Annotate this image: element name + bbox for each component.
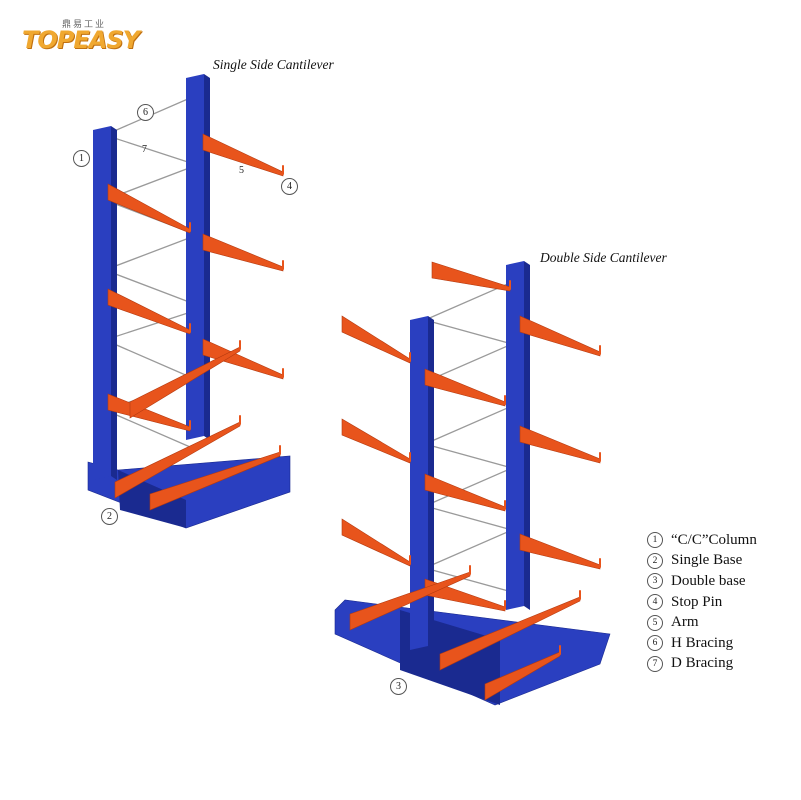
legend-label: “C/C”Column bbox=[671, 531, 757, 548]
h-bracing bbox=[424, 529, 513, 569]
legend-label: Arm bbox=[671, 614, 699, 631]
legend-item: 2 Single Base bbox=[647, 551, 757, 572]
arm bbox=[107, 183, 191, 234]
legend-number: 5 bbox=[647, 614, 663, 631]
d-bracing bbox=[104, 134, 198, 166]
callout-double-base: 3 bbox=[390, 678, 407, 695]
h-bracing bbox=[104, 234, 198, 271]
arm bbox=[519, 533, 601, 570]
single-side-title: Single Side Cantilever bbox=[213, 57, 334, 72]
h-bracing bbox=[424, 467, 513, 507]
callout-arm: 5 bbox=[239, 165, 244, 176]
legend-label: H Bracing bbox=[671, 634, 734, 651]
d-bracing bbox=[104, 269, 198, 306]
legend-number: 1 bbox=[647, 532, 663, 549]
callout-stop-pin: 4 bbox=[281, 178, 298, 195]
column-front bbox=[93, 126, 111, 480]
legend-label: D Bracing bbox=[671, 655, 734, 672]
column-back-side bbox=[204, 74, 210, 440]
legend-number: 4 bbox=[647, 594, 663, 611]
legend-item: 1 “C/C”Column bbox=[647, 530, 757, 551]
legend: 1 “C/C”Column 2 Single Base 3 Double base 4… bbox=[647, 530, 757, 674]
d-bracing bbox=[424, 505, 513, 531]
arm bbox=[424, 368, 506, 407]
callout-column: 1 bbox=[73, 150, 90, 167]
arm bbox=[341, 518, 411, 567]
arm bbox=[114, 421, 241, 499]
arm bbox=[519, 425, 601, 464]
arm bbox=[349, 571, 471, 631]
callout-d-bracing: 7 bbox=[142, 144, 147, 155]
column-back bbox=[506, 261, 524, 610]
legend-number: 6 bbox=[647, 635, 663, 652]
double-side-title: Double Side Cantilever bbox=[540, 250, 667, 265]
legend-label: Single Base bbox=[671, 552, 743, 569]
callout-h-bracing: 6 bbox=[137, 104, 154, 121]
legend-number: 3 bbox=[647, 573, 663, 590]
d-bracing bbox=[104, 339, 198, 381]
arm bbox=[484, 651, 561, 701]
arm bbox=[341, 315, 411, 364]
legend-item: 5 Arm bbox=[647, 612, 757, 633]
callout-single-base: 2 bbox=[101, 508, 118, 525]
arm bbox=[424, 473, 506, 512]
arm bbox=[439, 596, 581, 671]
legend-number: 7 bbox=[647, 655, 663, 672]
column-back bbox=[186, 74, 204, 440]
arm bbox=[519, 315, 601, 357]
legend-item: 6 H Bracing bbox=[647, 633, 757, 654]
arm bbox=[149, 451, 281, 511]
legend-label: Stop Pin bbox=[671, 593, 723, 610]
arm bbox=[107, 288, 191, 335]
h-bracing bbox=[104, 309, 198, 341]
d-bracing bbox=[424, 319, 513, 345]
single-side-cantilever-rack bbox=[87, 74, 291, 529]
double-side-cantilever-rack bbox=[334, 261, 611, 706]
legend-item: 4 Stop Pin bbox=[647, 592, 757, 613]
legend-item: 7 D Bracing bbox=[647, 654, 757, 675]
d-bracing bbox=[424, 567, 513, 593]
legend-item: 3 Double base bbox=[647, 571, 757, 592]
arm bbox=[341, 418, 411, 464]
h-bracing bbox=[424, 405, 513, 445]
logo-chinese-text: 鼎易工业 bbox=[62, 20, 107, 30]
arm bbox=[431, 261, 511, 292]
legend-label: Double base bbox=[671, 572, 746, 589]
arm bbox=[129, 346, 241, 419]
arm bbox=[202, 133, 284, 177]
d-bracing bbox=[424, 443, 513, 469]
arm bbox=[202, 233, 284, 272]
topeasy-logo: TOPEASY bbox=[22, 26, 140, 54]
column-front bbox=[410, 316, 428, 650]
arm bbox=[202, 338, 284, 380]
legend-number: 2 bbox=[647, 552, 663, 569]
d-bracing bbox=[104, 409, 198, 451]
arm bbox=[107, 393, 191, 432]
